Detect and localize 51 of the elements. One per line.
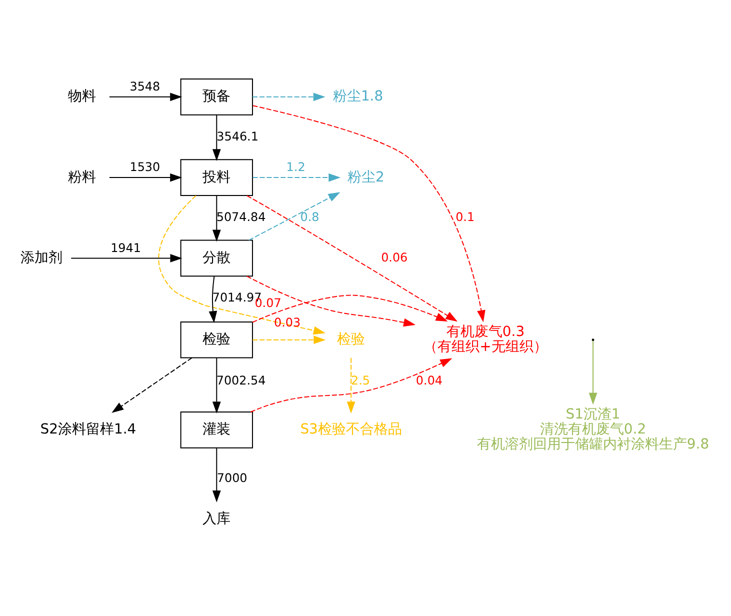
arrow [212,448,221,502]
edge-label: 0.1 [456,210,475,224]
node-text: 粉尘1.8 [332,88,384,105]
edge-label: 0.8 [300,210,320,224]
arrow [212,357,221,414]
edge-label: 1530 [130,160,160,174]
node-box: 投料 [180,159,253,196]
arrow [252,173,341,182]
arrow [248,192,340,241]
node-box: 检验 [180,321,253,358]
edge-label: 1.2 [286,160,306,174]
node-text: 有机废气0.3 （有组织+无组织） [424,324,548,356]
node-text: S2涂料留样1.4 [40,422,136,438]
arrow [246,276,416,327]
edge-label: 0.04 [416,373,443,388]
node-text: 粉尘2 [348,169,384,186]
node-box: 分散 [180,240,253,277]
arrow [252,105,486,322]
node-text: 检验 [337,332,366,348]
node-text: 物料 [68,88,96,105]
arrow [212,114,221,162]
arrow [208,276,218,324]
arrow [252,92,326,102]
edge-label: 0.06 [381,250,408,264]
edge-label: 5074.84 [216,210,266,224]
arrow [246,195,458,322]
arrow [108,173,182,182]
arrow [250,358,452,412]
node-text: 添加剂 [20,250,62,266]
edge-label: 7000 [216,470,248,485]
node-text: S3检验不合格品 [300,422,402,438]
node-text: 入库 [202,510,231,527]
arrow [70,254,182,262]
arrow [212,195,221,242]
node-text: S1沉渣1 清洗有机废气0.2 有机溶剂回用于储罐内衬涂料生产9.8 [476,406,710,453]
edge-label: 1941 [110,240,141,255]
arrow [252,294,448,323]
edge-label: 3548 [130,80,160,94]
arrow [588,340,598,405]
edge-label: 0.03 [274,315,301,330]
edge-label: 2.5 [351,373,370,388]
arrow [112,357,192,413]
arrow [158,195,326,335]
arrow [346,357,356,414]
node-box: 预备 [180,78,253,116]
node-text: 粉料 [68,169,96,186]
arrow [252,336,326,344]
edge-label: 3546.1 [216,129,258,144]
arrow [108,92,182,102]
node-box: 灌装 [180,412,253,448]
edge-label: 7002.54 [216,373,266,388]
